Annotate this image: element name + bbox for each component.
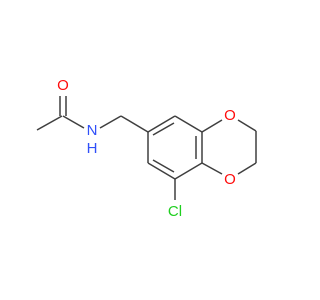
- bond-ring-oxygen-upper: [201, 119, 223, 133]
- bond-oxygen-upper-ch2: [237, 119, 257, 132]
- atom-label-oxygen-upper: O: [224, 107, 236, 124]
- bond-layer: [36, 96, 257, 200]
- bond-carbonyl-nitrogen: [62, 115, 85, 129]
- bond-ring-c2-c3: [174, 115, 203, 133]
- atom-label-oxygen-lower: O: [224, 171, 236, 188]
- atom-label-oxygen-carbonyl: O: [57, 77, 69, 94]
- bond-nitrogen-methylene: [99, 115, 122, 129]
- bond-ring-c4-c5: [174, 162, 203, 180]
- atom-label-chlorine: Cl: [168, 203, 182, 220]
- atom-label-layer: O N H O O Cl: [57, 77, 236, 220]
- molecule-structure: O N H O O Cl: [36, 77, 257, 220]
- bond-methylene-ring: [120, 115, 149, 133]
- bond-ch2-oxygen-lower: [237, 162, 257, 175]
- bond-ring-c5-c6-inner: [152, 159, 175, 173]
- bond-oxygen-lower-ring: [201, 162, 223, 175]
- atom-label-nitrogen: N: [87, 122, 98, 139]
- bond-methyl-carbonyl: [36, 115, 63, 131]
- bond-ring-c1-c2-inner: [152, 122, 175, 136]
- bond-ring-c1-c2: [147, 115, 176, 133]
- atom-label-hydrogen: H: [87, 140, 98, 157]
- bond-ring-c5-c6: [147, 162, 176, 180]
